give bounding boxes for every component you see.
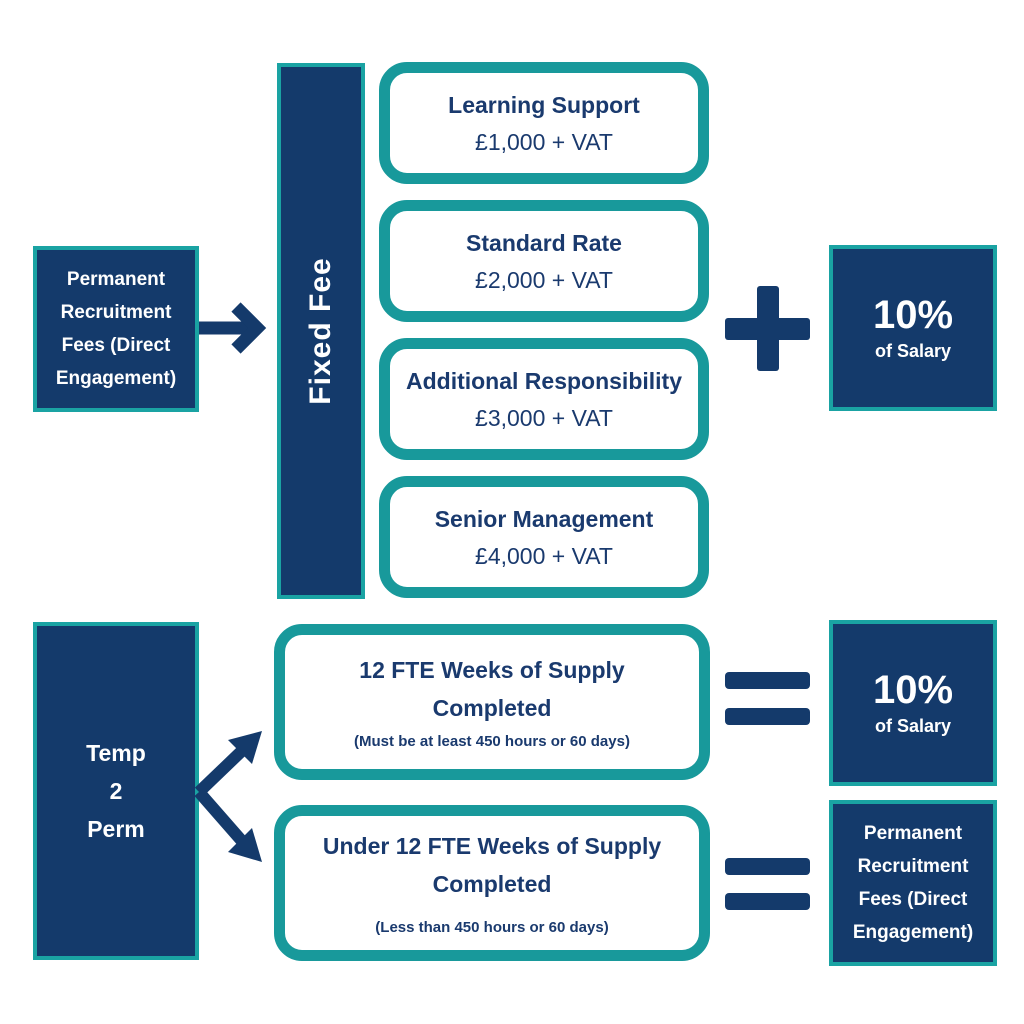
salary-percent-box-top: 10% of Salary [829,245,997,411]
t2p-title-line: Under 12 FTE Weeks of Supply [322,833,662,859]
t2p-title-line: Completed [432,695,552,721]
temp-2-perm-line: 2 [109,778,123,804]
arrow-right-icon [199,302,267,354]
tier-learning-support: Learning Support £1,000 + VAT [379,62,709,184]
salary-percent-box-bottom: 10% of Salary [829,620,997,786]
fixed-fee-bar: Fixed Fee [277,63,365,599]
perm-fees-line: Recruitment [60,302,172,323]
tier-additional-responsibility: Additional Responsibility £3,000 + VAT [379,338,709,460]
temp-2-perm-line: Perm [87,816,145,842]
tier-title: Standard Rate [466,230,622,256]
tier-title: Senior Management [434,506,654,532]
perm-fees-line: Fees (Direct [61,335,171,356]
perm-fees-line: Permanent [863,823,963,844]
t2p-under-12-weeks: Under 12 FTE Weeks of Supply Completed (… [274,805,710,961]
salary-percent-value: 10% [872,668,954,712]
t2p-title-line: 12 FTE Weeks of Supply [359,657,625,683]
salary-percent-value: 10% [872,293,954,337]
t2p-note: (Must be at least 450 hours or 60 days) [354,733,630,750]
tier-senior-management: Senior Management £4,000 + VAT [379,476,709,598]
perm-fees-line: Recruitment [857,856,969,877]
temp-2-perm-line: Temp [86,740,146,766]
fork-arrowhead-down [228,828,262,862]
tier-standard-rate: Standard Rate £2,000 + VAT [379,200,709,322]
perm-fees-line: Engagement) [55,368,177,389]
tier-price: £2,000 + VAT [475,267,613,293]
perm-fees-line: Permanent [66,269,166,290]
perm-fees-box: Permanent Recruitment Fees (Direct Engag… [33,246,199,412]
t2p-title-line: Completed [432,871,552,897]
tier-price: £1,000 + VAT [475,129,613,155]
salary-percent-caption: of Salary [874,341,952,361]
tier-title: Additional Responsibility [405,368,682,394]
t2p-note: (Less than 450 hours or 60 days) [375,919,609,936]
perm-fees-line: Fees (Direct [858,889,968,910]
fork-arrowhead-up [228,731,262,764]
equals-icon [725,858,810,910]
salary-percent-caption: of Salary [874,716,952,736]
t2p-over-12-weeks: 12 FTE Weeks of Supply Completed (Must b… [274,624,710,780]
equals-icon [725,672,810,725]
temp-2-perm-box: Temp 2 Perm [33,622,199,960]
perm-fees-box-bottom: Permanent Recruitment Fees (Direct Engag… [829,800,997,966]
fork-arrow-icon [194,740,253,852]
plus-icon [725,286,810,371]
tier-title: Learning Support [448,92,640,118]
tier-price: £4,000 + VAT [475,543,613,569]
perm-fees-line: Engagement) [852,922,974,943]
tier-price: £3,000 + VAT [475,405,613,431]
